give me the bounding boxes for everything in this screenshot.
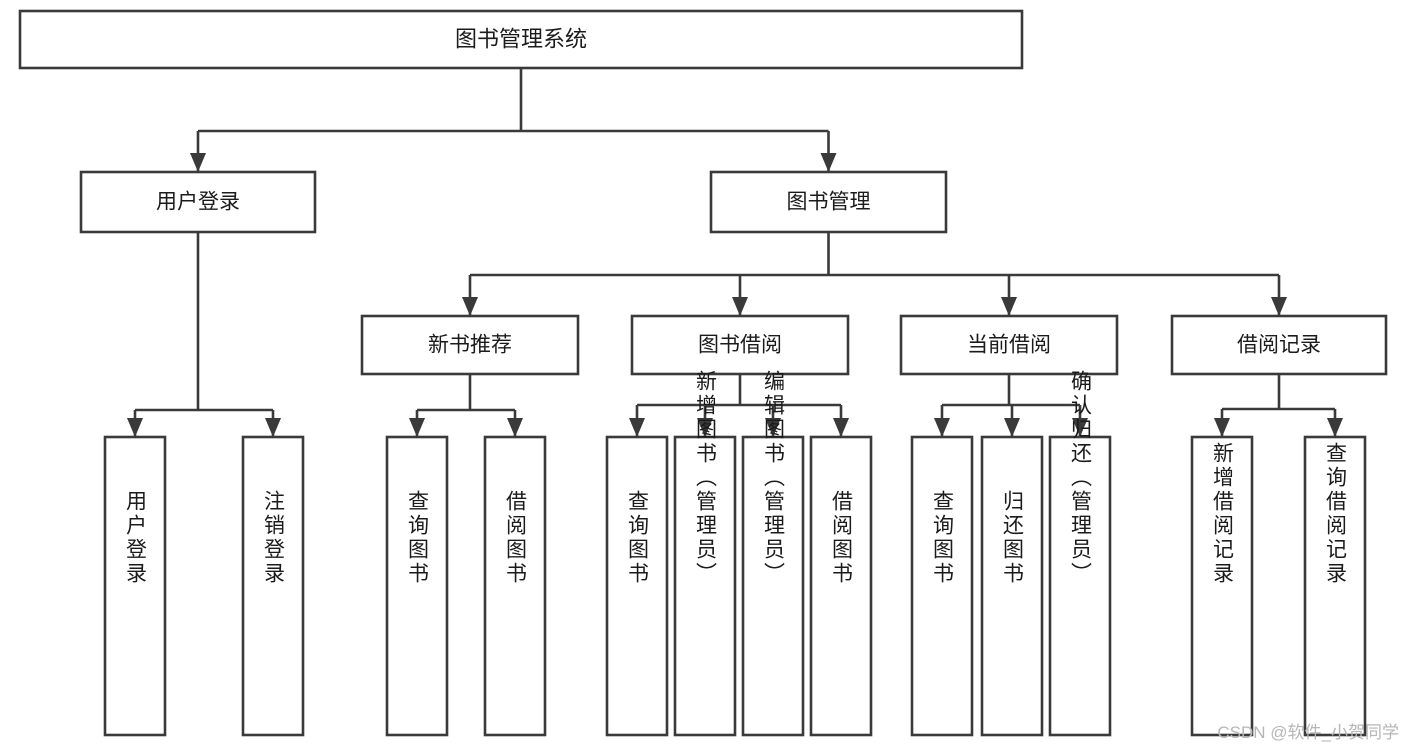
arrow-head-icon bbox=[1327, 418, 1343, 437]
leaf-new-book-rec-box[interactable] bbox=[483, 435, 547, 737]
arrow-head-icon bbox=[507, 418, 523, 437]
arrow-head-icon bbox=[934, 418, 950, 437]
node-new-book-rec-label: 新书推荐 bbox=[428, 334, 512, 357]
leaf-book-borrow-label: 查询图书 bbox=[626, 490, 650, 586]
arrow-head-icon bbox=[732, 297, 748, 316]
arrow-head-icon bbox=[127, 418, 143, 437]
node-book-borrow-label: 图书借阅 bbox=[698, 334, 782, 357]
arrow-head-icon bbox=[820, 153, 837, 172]
leaf-book-borrow-label: 编辑图书（管理员） bbox=[762, 370, 786, 586]
leaf-book-borrow-box[interactable] bbox=[673, 435, 737, 737]
leaf-borrow-record-label: 新增借阅记录 bbox=[1211, 442, 1235, 586]
leaf-borrow-record-label: 查询借阅记录 bbox=[1324, 442, 1348, 586]
leaf-user-login-box[interactable] bbox=[103, 435, 167, 737]
leaf-user-login-label: 注销登录 bbox=[262, 490, 286, 586]
leaf-borrow-record-box[interactable] bbox=[1190, 435, 1254, 737]
leaf-user-login-box[interactable] bbox=[241, 435, 305, 737]
leaf-new-book-rec-label: 借阅图书 bbox=[504, 490, 528, 586]
leaf-current-borrow-label: 归还图书 bbox=[1001, 490, 1025, 586]
leaf-current-borrow-label: 确认归还（管理员） bbox=[1069, 370, 1093, 586]
arrow-head-icon bbox=[1214, 418, 1230, 437]
arrow-head-icon bbox=[765, 418, 781, 437]
node-current-borrow-label: 当前借阅 bbox=[967, 334, 1051, 357]
arrow-head-icon bbox=[629, 418, 645, 437]
node-user-login-label: 用户登录 bbox=[156, 191, 240, 214]
leaf-book-borrow-box[interactable] bbox=[605, 435, 669, 737]
arrow-head-icon bbox=[1271, 297, 1287, 316]
leaf-current-borrow-box[interactable] bbox=[910, 435, 974, 737]
leaf-new-book-rec-box[interactable] bbox=[385, 435, 449, 737]
arrow-head-icon bbox=[409, 418, 425, 437]
node-root[interactable] bbox=[18, 9, 1024, 70]
arrow-head-icon bbox=[265, 418, 281, 437]
arrow-head-icon bbox=[1001, 297, 1017, 316]
node-book-manage-label: 图书管理 bbox=[787, 191, 871, 214]
node-root-label: 图书管理系统 bbox=[455, 26, 587, 51]
arrow-head-icon bbox=[833, 418, 849, 437]
arrow-head-icon bbox=[1004, 418, 1020, 437]
leaf-new-book-rec-label: 查询图书 bbox=[406, 490, 430, 586]
node-borrow-record[interactable] bbox=[1170, 314, 1388, 376]
leaf-book-borrow-label: 借阅图书 bbox=[830, 490, 854, 586]
leaf-book-borrow-box[interactable] bbox=[809, 435, 873, 737]
leaf-book-borrow-box[interactable] bbox=[741, 435, 805, 737]
arrow-head-icon bbox=[1072, 418, 1088, 437]
leaf-user-login-label: 用户登录 bbox=[124, 490, 148, 586]
leaf-current-borrow-box[interactable] bbox=[1048, 435, 1112, 737]
leaf-book-borrow-label: 新增图书（管理员） bbox=[694, 370, 718, 586]
leaf-current-borrow-label: 查询图书 bbox=[931, 490, 955, 586]
node-user-login[interactable] bbox=[79, 170, 317, 234]
node-book-manage[interactable] bbox=[709, 170, 948, 234]
arrow-head-icon bbox=[462, 297, 478, 316]
leaf-current-borrow-box[interactable] bbox=[980, 435, 1044, 737]
arrow-head-icon bbox=[190, 153, 206, 172]
node-book-borrow[interactable] bbox=[630, 314, 850, 376]
node-borrow-record-label: 借阅记录 bbox=[1237, 334, 1321, 357]
arrow-head-icon bbox=[697, 418, 713, 437]
leaf-borrow-record-box[interactable] bbox=[1303, 435, 1367, 737]
